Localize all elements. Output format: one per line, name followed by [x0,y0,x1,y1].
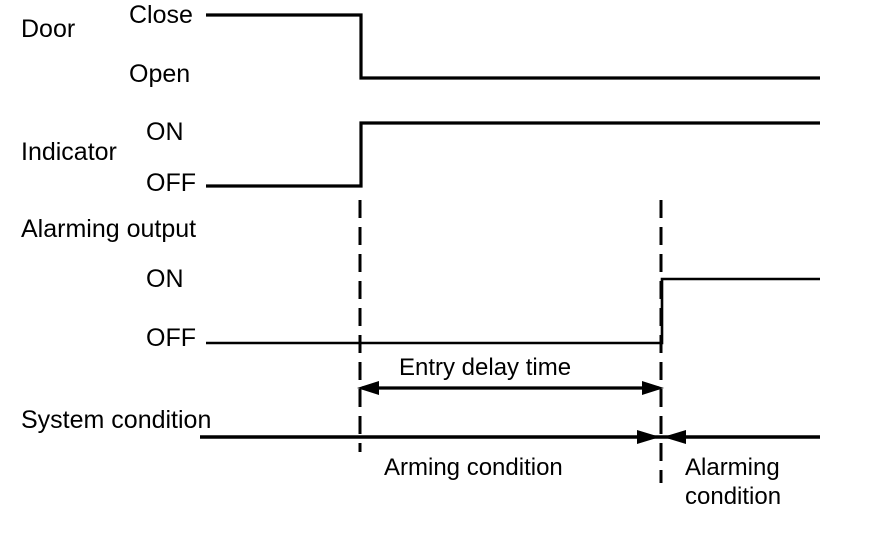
signal-label-system-condition: System condition [21,406,212,434]
signal-label-indicator: Indicator [21,138,117,166]
state-label-indicator-on: ON [146,118,184,146]
indicator-waveform [206,121,820,188]
indicator-signal-path [206,121,820,188]
signal-label-door: Door [21,15,76,43]
state-label-indicator-off: OFF [146,169,196,197]
state-label-door-open: Open [129,60,191,88]
entry-delay-arrow [357,381,664,395]
entry-delay-arrowhead-right [642,381,664,395]
annotation-alarming-condition-line2: condition [685,483,782,510]
state-label-alarm-on: ON [146,265,184,293]
arming-condition-arrowhead [637,430,660,444]
annotation-alarming-condition-line1: Alarming [685,454,780,481]
door-waveform [206,13,820,80]
alarming-output-signal-path [206,277,820,345]
door-signal-path [206,13,820,80]
annotation-arming-condition: Arming condition [384,454,563,481]
condition-boundary-arrows [637,430,686,444]
state-label-door-close: Close [129,1,193,29]
annotation-entry-delay-time: Entry delay time [399,354,572,381]
entry-delay-arrowhead-left [357,381,379,395]
alarming-output-waveform [206,277,820,345]
signal-label-alarming-output: Alarming output [21,215,197,243]
alarming-condition-arrowhead [663,430,686,444]
state-label-alarm-off: OFF [146,324,196,352]
